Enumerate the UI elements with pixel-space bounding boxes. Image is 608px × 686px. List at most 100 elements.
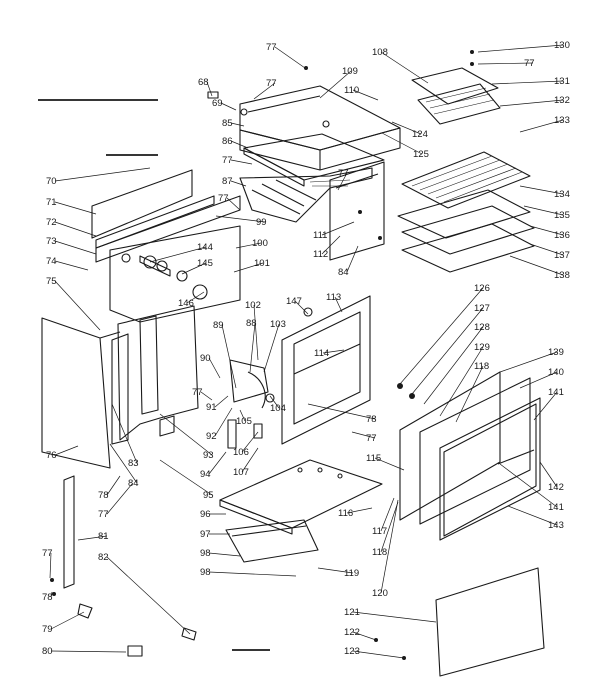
leader-line-c130	[477, 44, 564, 53]
leader-line-c111	[321, 221, 355, 236]
callout-c77j: 77	[42, 548, 53, 559]
callout-c126: 126	[474, 283, 490, 294]
callout-c102: 102	[245, 300, 261, 311]
leader-line-c88	[249, 322, 256, 373]
leader-line-c80	[50, 650, 127, 653]
callout-c77h: 77	[366, 433, 377, 444]
callout-c106: 106	[233, 447, 249, 458]
callout-c108: 108	[372, 47, 388, 58]
leader-line-c106	[241, 431, 259, 453]
callout-c130: 130	[554, 40, 570, 51]
leader-line-c103	[263, 323, 280, 373]
callout-c87: 87	[222, 176, 233, 187]
leader-line-c71	[54, 201, 97, 215]
leader-line-c77d	[230, 159, 253, 165]
callout-c119: 119	[344, 568, 359, 579]
callout-c117: 117	[372, 526, 387, 537]
leader-line-c126	[399, 287, 484, 385]
leader-line-c131	[491, 80, 564, 85]
callout-c70: 70	[46, 176, 57, 187]
leader-line-c146	[186, 291, 205, 304]
leader-line-c90	[208, 357, 221, 379]
callout-c133: 133	[554, 115, 570, 126]
callout-c145: 145	[197, 258, 213, 269]
callout-c118b: 118	[372, 547, 387, 558]
leader-line-c77f	[226, 197, 241, 211]
leader-line-c125	[381, 132, 423, 155]
leader-line-c118a	[455, 365, 484, 423]
leader-line-c93	[159, 413, 213, 456]
leader-line-c89	[221, 324, 237, 389]
callout-c77a: 77	[266, 42, 277, 53]
kick-plate	[225, 519, 319, 563]
leader-line-c134	[519, 185, 564, 195]
callout-c141a: 141	[548, 387, 564, 398]
leader-line-c136	[529, 225, 564, 236]
leader-line-c86	[230, 140, 249, 149]
leader-line-c84b	[109, 443, 138, 484]
leader-line-c143	[507, 505, 558, 526]
oven-door-frame	[281, 295, 371, 445]
oven-door-panels	[399, 371, 541, 541]
callout-c140: 140	[548, 367, 564, 378]
oven-liner-left	[111, 305, 199, 445]
callout-c77e: 77	[338, 168, 349, 179]
leader-line-c81	[77, 535, 108, 541]
leader-line-c68	[206, 81, 213, 97]
leader-line-c77j	[49, 552, 52, 579]
leader-line-c135	[523, 205, 564, 216]
leader-line-c99	[215, 215, 266, 223]
callout-c142: 142	[548, 482, 564, 493]
leader-line-c141a	[533, 391, 558, 421]
callout-c109: 109	[342, 66, 358, 77]
callout-c103: 103	[270, 319, 286, 330]
callout-c131: 131	[554, 76, 570, 87]
leader-line-c104	[269, 395, 280, 409]
control-manifold	[239, 167, 373, 223]
leader-line-c139	[499, 351, 558, 373]
callout-c75: 75	[46, 276, 57, 287]
callout-c74: 74	[46, 256, 57, 267]
callout-c100: 100	[252, 238, 268, 249]
callout-c92: 92	[206, 431, 217, 442]
callout-c147: 147	[286, 296, 302, 307]
leader-line-c77i	[106, 483, 133, 515]
callout-c121: 121	[344, 607, 360, 618]
callout-c77i: 77	[98, 509, 109, 520]
callout-c79: 79	[42, 624, 53, 635]
callout-c132: 132	[554, 95, 570, 106]
leader-line-c117	[380, 497, 395, 532]
callout-c77g: 77	[192, 387, 203, 398]
leader-line-c124	[391, 121, 422, 135]
callout-c77f: 77	[218, 193, 229, 204]
callout-c112: 112	[313, 249, 328, 260]
leader-line-c112	[321, 235, 341, 255]
leader-line-c121	[352, 611, 437, 623]
callout-c146: 146	[178, 298, 194, 309]
callout-c118a: 118	[474, 361, 489, 372]
callout-c95: 95	[203, 490, 214, 501]
leader-line-c118b	[380, 501, 399, 553]
callout-c128: 128	[474, 322, 490, 333]
callout-c88: 88	[246, 318, 257, 329]
leader-line-c100	[235, 242, 262, 249]
leader-line-c144	[149, 246, 207, 263]
callout-c137: 137	[554, 250, 570, 261]
callout-c97: 97	[200, 529, 211, 540]
left-side-panel	[41, 169, 241, 469]
leader-line-c147	[294, 300, 309, 315]
callout-c143: 143	[548, 520, 564, 531]
callout-c104: 104	[270, 403, 286, 414]
cooktop-grates	[397, 67, 535, 273]
callout-c99: 99	[256, 217, 267, 228]
callout-c77c: 77	[266, 78, 277, 89]
callout-c125: 125	[413, 149, 429, 160]
leader-line-c84a	[346, 245, 359, 273]
leader-line-c109	[319, 70, 352, 99]
callout-c135: 135	[554, 210, 570, 221]
drip-tray	[243, 133, 385, 187]
callout-c136: 136	[554, 230, 570, 241]
callout-c138: 138	[554, 270, 570, 281]
leader-line-c114	[322, 349, 345, 354]
leader-line-c107	[241, 447, 259, 473]
